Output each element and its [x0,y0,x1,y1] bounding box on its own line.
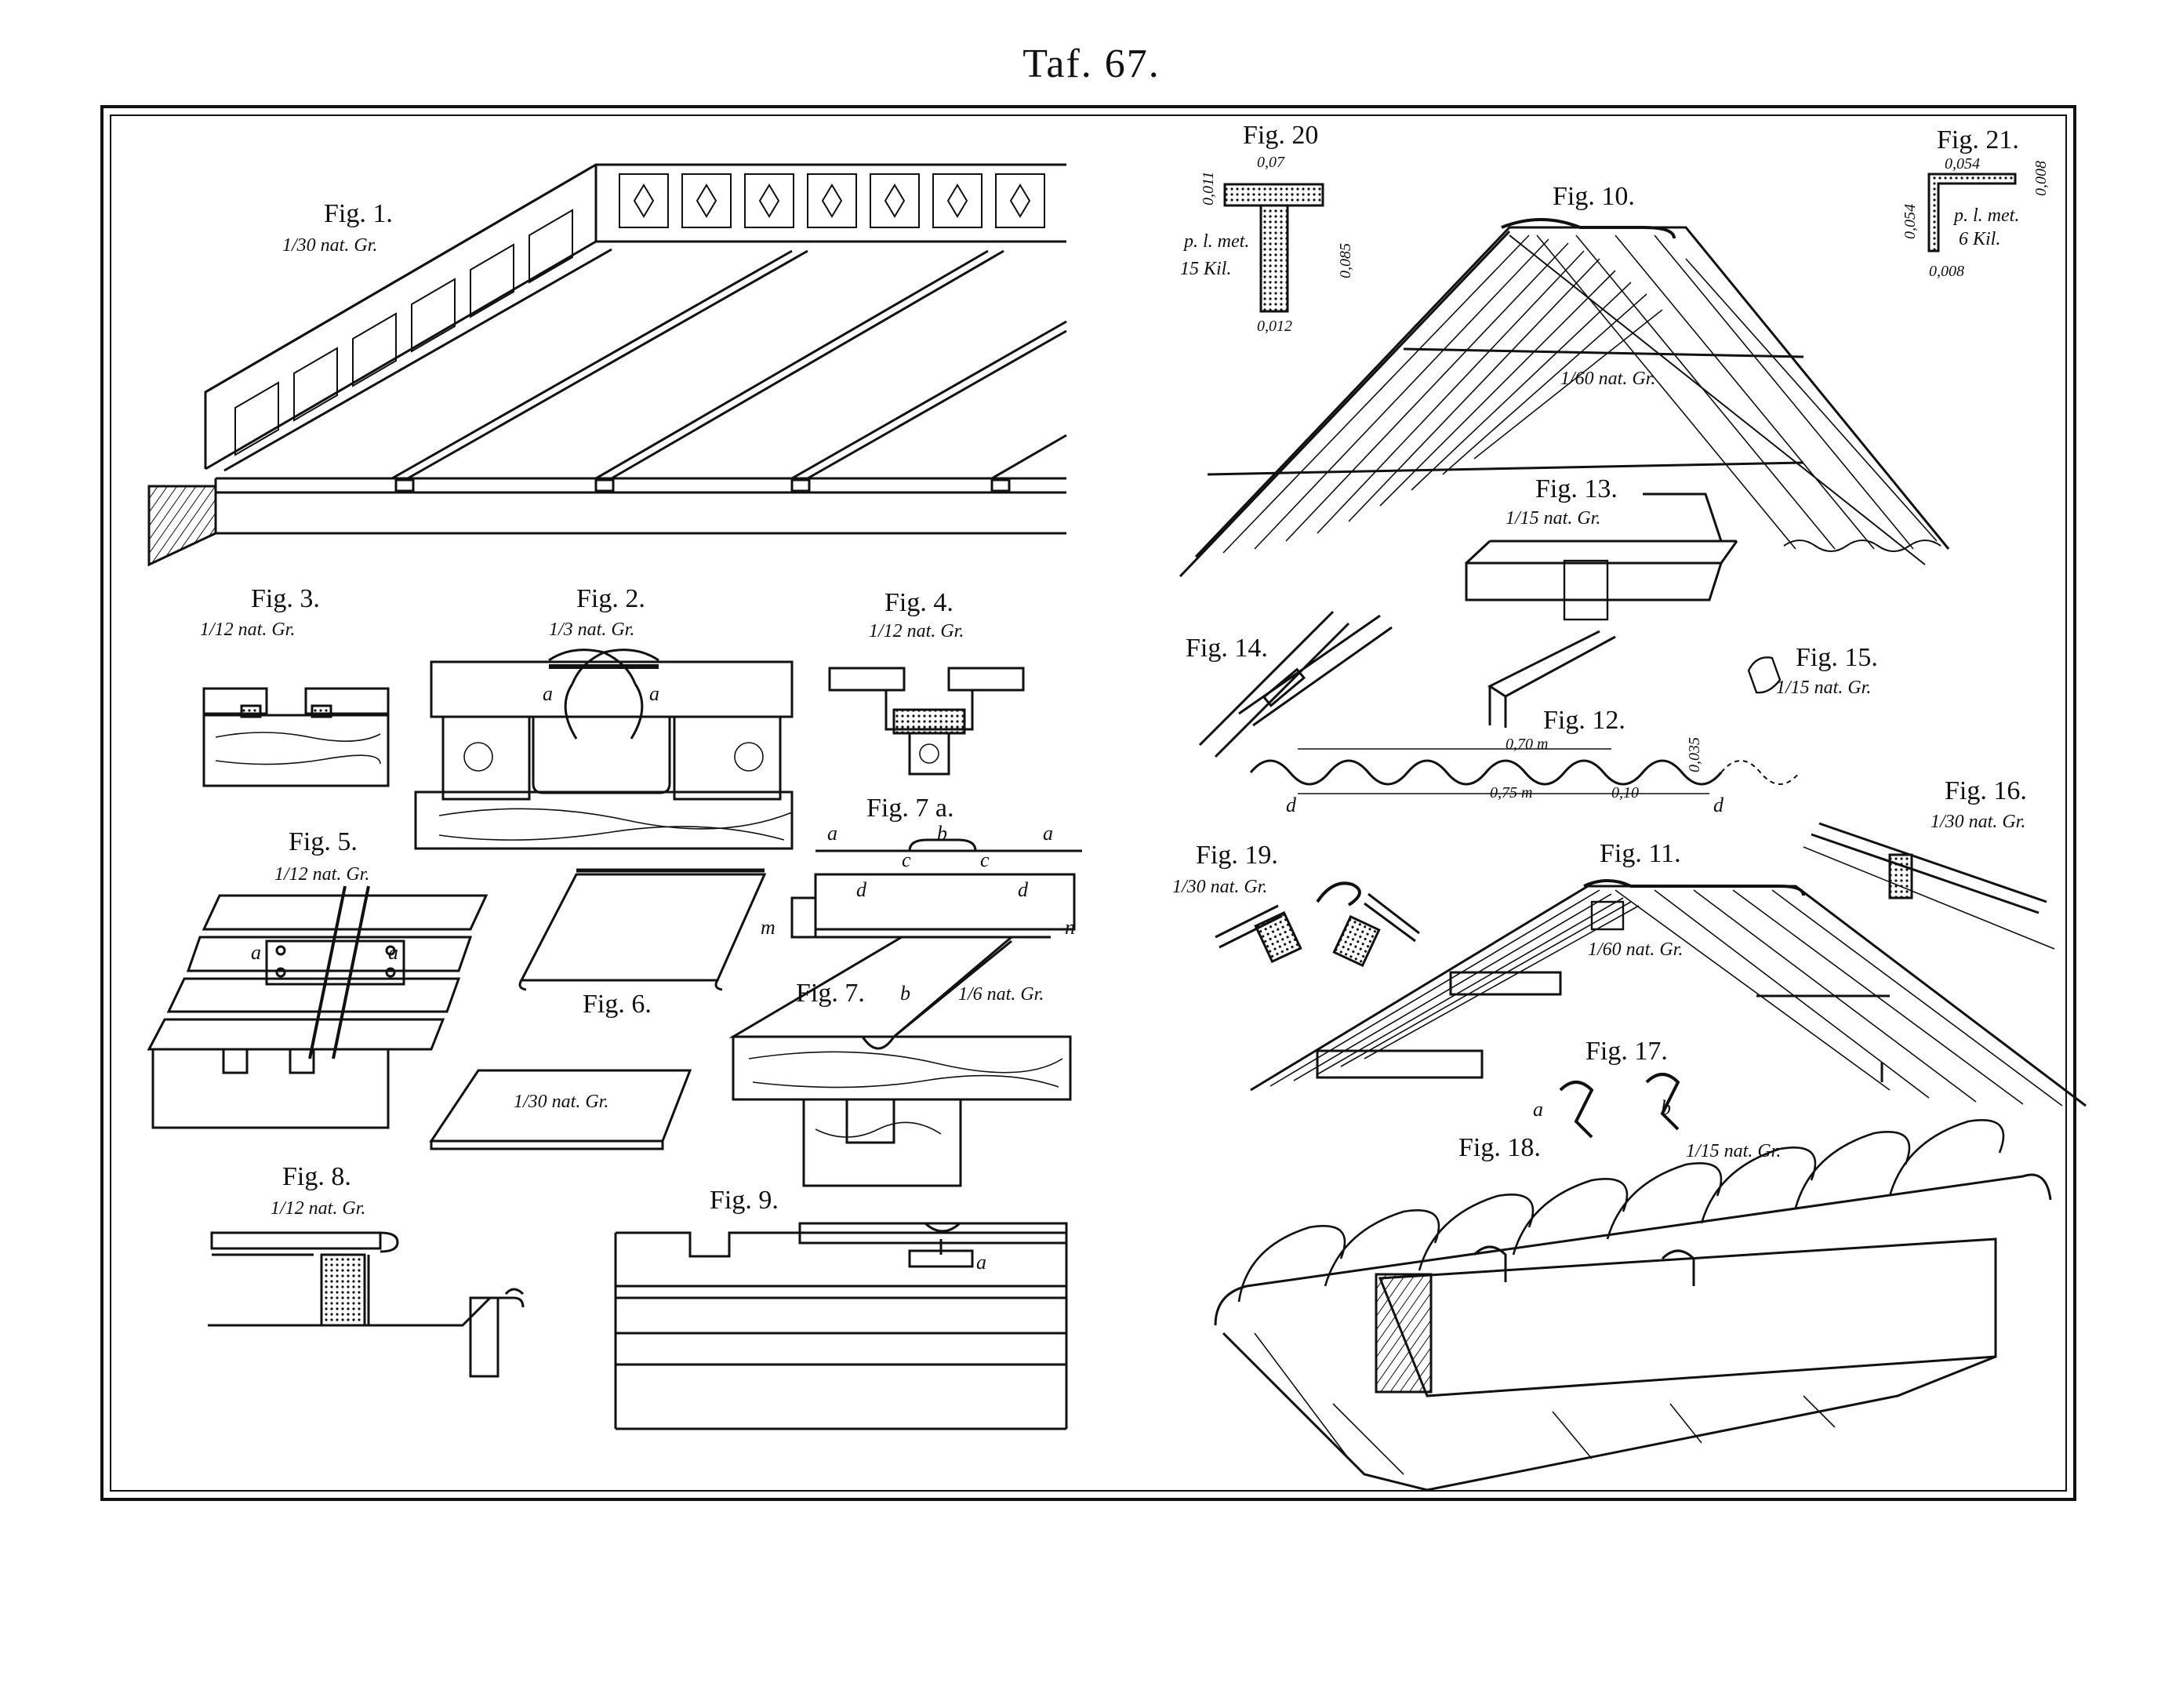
fig7a-letter-c-left: c [902,849,911,871]
fig5-letter-a-left: a [251,941,261,964]
fig16-label: Fig. 16. [1945,776,2027,805]
fig5-letter-a-right: a [388,941,398,964]
fig7a-letter-b: b [937,822,947,845]
fig9-drawing [614,1222,1068,1430]
fig18-drawing [1214,1119,2052,1492]
fig7-letter-d-left: d [856,878,866,901]
fig8-drawing [208,1231,525,1378]
fig2-letter-a-right: a [649,682,659,705]
fig7a-letter-c-right: c [980,849,990,871]
fig19-scale: 1/30 nat. Gr. [1172,877,1268,897]
fig7-scale: 1/6 nat. Gr. [958,984,1044,1005]
fig21-dim-thickness-bottom: 0,008 [1929,263,1964,280]
fig2-letter-a-left: a [543,682,553,705]
fig21-weight-unit: p. l. met. [1954,205,2020,226]
fig17-label: Fig. 17. [1585,1037,1668,1066]
fig17-letter-b: b [1661,1096,1671,1119]
fig19-drawing [1215,881,1420,968]
fig7-letter-d-right: d [1018,878,1028,901]
fig21-dim-thickness-right: 0,008 [2032,161,2050,196]
fig9-label: Fig. 9. [710,1186,779,1215]
fig2-scale: 1/3 nat. Gr. [549,620,635,640]
fig20-dim-web: 0,012 [1257,318,1292,335]
fig1-scale: 1/30 nat. Gr. [282,235,378,256]
fig19-label: Fig. 19. [1196,841,1278,870]
fig13-label: Fig. 13. [1535,474,1618,503]
fig20-dim-height: 0,085 [1337,243,1354,278]
fig4-drawing [828,667,1025,776]
fig6-drawing [429,868,767,1150]
fig7a-label: Fig. 7 a. [866,794,954,823]
fig3-drawing [202,687,390,787]
fig20-dim-flange: 0,011 [1200,171,1217,205]
fig7a-letter-a-right: a [1043,822,1053,845]
fig18-scale: 1/15 nat. Gr. [1686,1141,1782,1161]
fig14-label: Fig. 14. [1186,634,1268,663]
fig5-scale: 1/12 nat. Gr. [274,864,370,885]
fig12-dim-overlap: 0,10 [1611,784,1639,801]
fig17-letter-a: a [1533,1098,1543,1121]
fig4-scale: 1/12 nat. Gr. [869,621,964,641]
plate-frame-outer [100,105,2076,1501]
fig3-label: Fig. 3. [251,584,320,613]
fig14-drawing [1198,610,1393,758]
fig20-weight-value: 15 Kil. [1180,259,1232,279]
fig10-drawing [1179,218,1950,578]
plate-frame-inner [110,114,2067,1492]
fig21-dim-top: 0,054 [1945,155,1980,173]
fig17-drawing [1559,1073,1680,1139]
fig8-label: Fig. 8. [282,1162,351,1191]
fig10-label: Fig. 10. [1553,182,1635,211]
fig12-dim-width: 0,75 m [1490,784,1533,801]
fig12-dim-pitch: 0,70 m [1506,736,1549,753]
fig9-letter-a: a [976,1251,986,1274]
fig1-label: Fig. 1. [324,199,393,228]
fig21-weight-value: 6 Kil. [1959,229,2001,249]
fig21-drawing [1927,173,2017,253]
fig15-scale: 1/15 nat. Gr. [1776,678,1872,698]
fig7-label: Fig. 7. [796,979,865,1008]
fig11-drawing [1250,879,2087,1107]
fig20-dim-width: 0,07 [1257,154,1284,171]
fig7-letter-m: m [761,916,775,939]
fig1-drawing [147,163,1067,567]
fig7a-drawing [815,838,1082,852]
fig12-letter-d-left: d [1286,794,1296,816]
plate-title: Taf. 67. [1022,42,1161,86]
fig20-weight-unit: p. l. met. [1184,231,1250,252]
fig6-scale: 1/30 nat. Gr. [514,1092,609,1112]
fig7-letter-n: n [1065,916,1075,939]
fig15-label: Fig. 15. [1796,643,1878,672]
fig10-scale: 1/60 nat. Gr. [1560,369,1656,389]
fig7a-letter-a-left: a [827,822,837,845]
fig16-drawing [1803,822,2055,950]
fig5-label: Fig. 5. [289,827,358,856]
fig7-drawing [728,873,1076,1187]
fig5-drawing [147,885,489,1129]
fig11-scale: 1/60 nat. Gr. [1588,939,1684,960]
fig20-label: Fig. 20 [1243,121,1319,150]
fig15-drawing [1747,656,1782,694]
fig16-scale: 1/30 nat. Gr. [1931,812,2026,832]
fig13-drawing [1465,492,1738,728]
fig4-label: Fig. 4. [884,588,953,617]
fig11-label: Fig. 11. [1600,839,1681,868]
fig12-drawing [1249,748,1800,794]
fig21-dim-side: 0,054 [1901,204,1919,239]
fig12-letter-d-right: d [1713,794,1724,816]
fig13-scale: 1/15 nat. Gr. [1506,508,1601,529]
fig8-scale: 1/12 nat. Gr. [271,1198,366,1219]
fig18-label: Fig. 18. [1458,1133,1541,1162]
fig3-scale: 1/12 nat. Gr. [200,620,296,640]
fig12-dim-depth: 0,035 [1686,737,1703,772]
fig21-label: Fig. 21. [1937,125,2019,154]
fig6-label: Fig. 6. [583,990,652,1019]
fig20-drawing [1223,183,1324,313]
fig2-drawing [414,649,794,850]
fig2-label: Fig. 2. [576,584,645,613]
fig7-letter-b: b [900,982,910,1005]
fig12-label: Fig. 12. [1543,706,1625,735]
